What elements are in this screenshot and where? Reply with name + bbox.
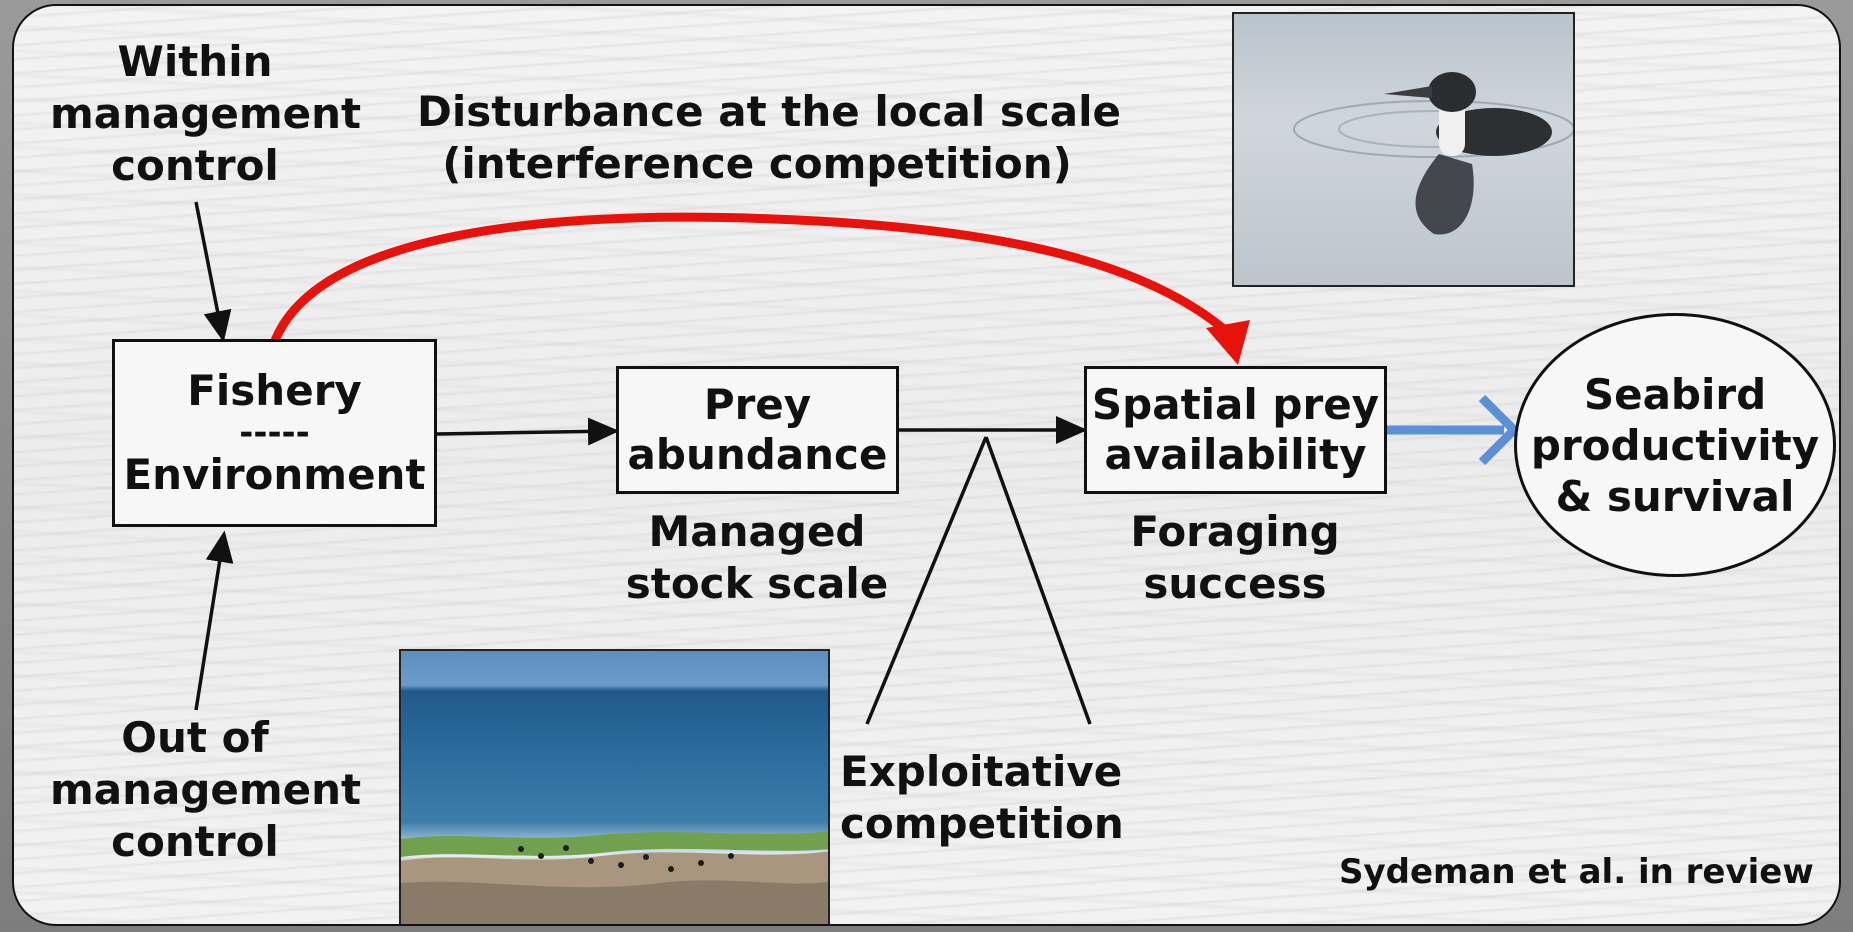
prey-line-2: abundance: [627, 430, 888, 479]
disturbance-line-2: (interference competition): [442, 139, 1072, 188]
managed-line-1: Managed: [648, 507, 866, 556]
red-arrowhead: [1206, 320, 1250, 365]
fishery-label: Fishery: [187, 366, 362, 415]
seabird-colony-coastline-photo: ·: [399, 649, 830, 924]
arrow-within-to-fishery: [194, 201, 232, 343]
spatial-line-1: Spatial prey: [1091, 380, 1380, 429]
spatial-prey-availability-box: Spatial prey availability: [1084, 366, 1387, 494]
exploitative-line-1: Exploitative: [840, 747, 1123, 796]
exploitative-competition-label: Exploitative competition: [840, 746, 1124, 850]
foraging-line-2: success: [1143, 559, 1327, 608]
foraging-line-1: Foraging: [1130, 507, 1340, 556]
within-management-label: Within management control: [50, 36, 362, 192]
seabird-line-3: & survival: [1555, 471, 1795, 521]
disturbance-line-1: Disturbance at the local scale: [417, 87, 1122, 136]
loon-swimming-photo: [1232, 12, 1575, 287]
loon-illustration: [1293, 72, 1573, 235]
out-line-3: control: [111, 817, 279, 866]
diagram-panel: Within management control Disturbance at…: [12, 4, 1841, 926]
exploitative-line-left: [865, 436, 988, 725]
prey-abundance-box: Prey abundance: [616, 366, 899, 494]
arrow-outside-to-fishery: [194, 530, 234, 711]
environment-label: Environment: [123, 450, 426, 499]
within-line-3: control: [111, 141, 279, 190]
out-of-management-label: Out of management control: [50, 712, 362, 868]
managed-stock-label: Managed stock scale: [607, 506, 907, 610]
fishery-divider: -----: [239, 413, 310, 453]
seabird-line-2: productivity: [1530, 420, 1820, 470]
citation-label: Sydeman et al. in review: [1339, 852, 1814, 892]
disturbance-label: Disturbance at the local scale (interfer…: [417, 86, 1122, 190]
fishery-environment-box: Fishery ----- Environment: [112, 339, 437, 527]
out-line-2: management: [50, 765, 362, 814]
within-line-2: management: [50, 89, 362, 138]
managed-line-2: stock scale: [625, 559, 889, 608]
exploitative-line-2: competition: [840, 799, 1124, 848]
prey-line-1: Prey: [703, 380, 812, 429]
arrow-fishery-to-prey: [436, 417, 620, 446]
coastline-illustration: [401, 831, 828, 924]
spatial-line-2: availability: [1104, 430, 1367, 479]
seabird-productivity-circle: Seabird productivity & survival: [1514, 313, 1836, 577]
out-line-1: Out of: [121, 713, 269, 762]
red-curve-arrow: [268, 212, 1236, 348]
exploitative-line-right: [984, 436, 1092, 725]
seabird-line-1: Seabird: [1583, 369, 1767, 419]
foraging-success-label: Foraging success: [1095, 506, 1375, 610]
within-line-1: Within: [117, 37, 273, 86]
